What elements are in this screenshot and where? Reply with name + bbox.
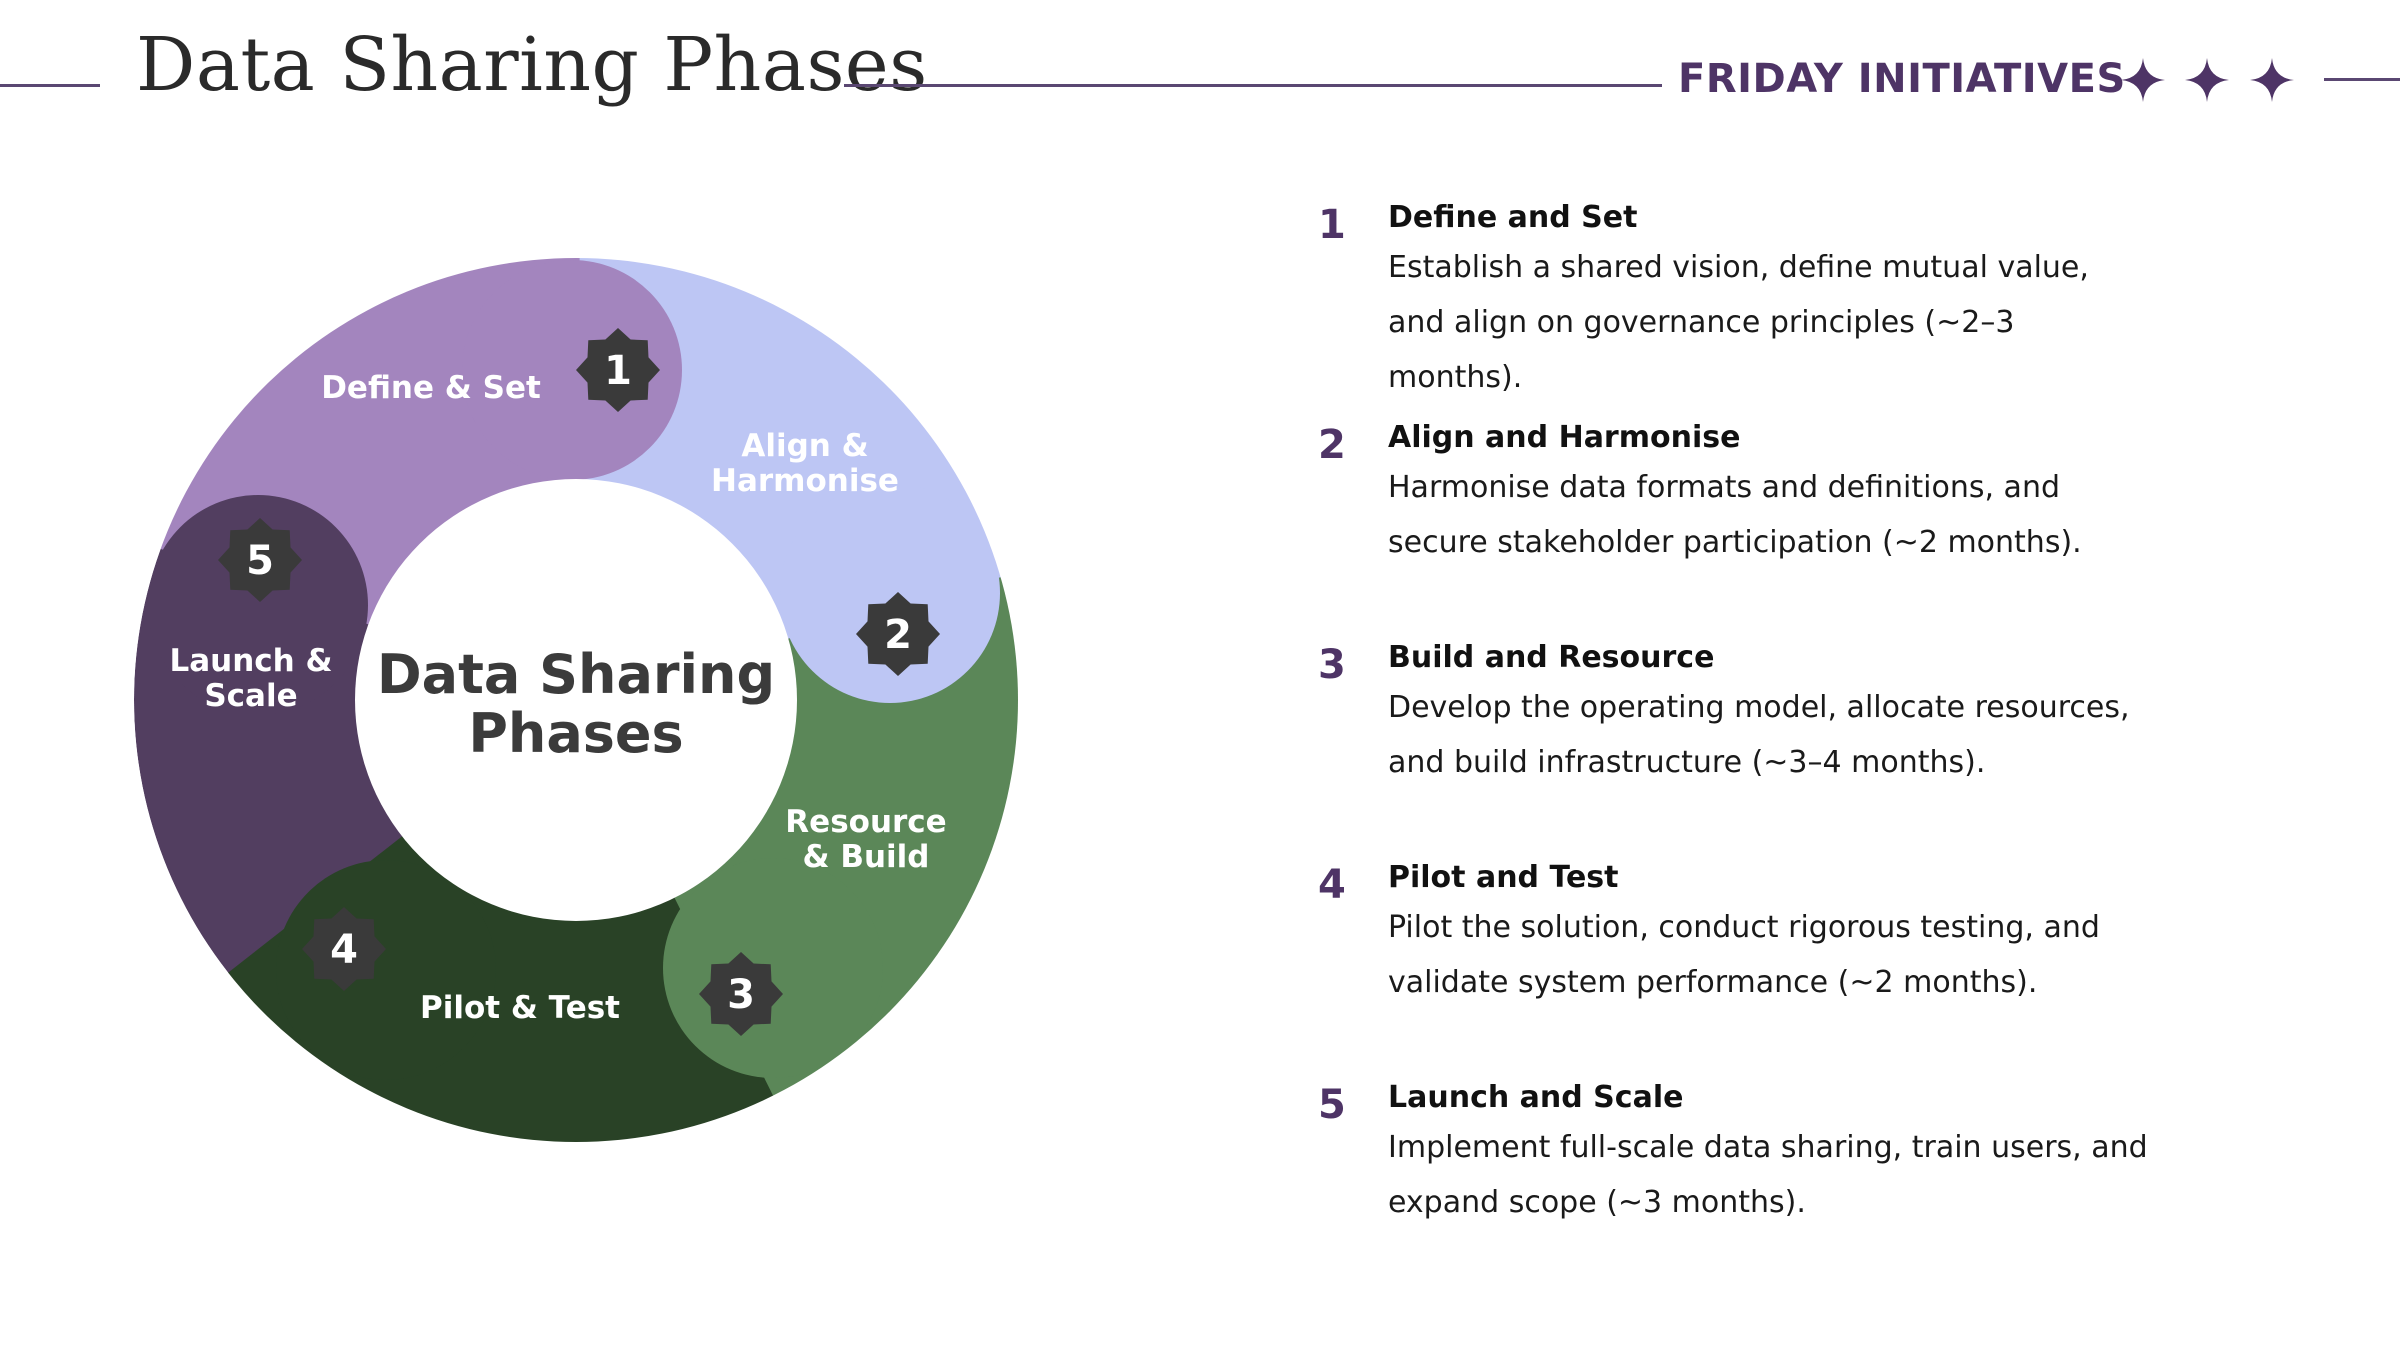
segment-5-label-line2: Scale <box>204 678 297 714</box>
badge-number: 3 <box>727 972 755 1018</box>
badge-5: 5 <box>218 518 302 602</box>
badge-4: 4 <box>302 907 386 991</box>
segment-2-head <box>780 483 1000 703</box>
phase-number: 3 <box>1318 642 1346 688</box>
segment-1-head <box>462 260 682 480</box>
phase-title: Align and Harmonise <box>1388 420 1741 455</box>
badge-1: 1 <box>576 328 660 412</box>
segment-2-label-line2: Harmonise <box>711 463 899 499</box>
center-label-line2: Phases <box>468 702 683 765</box>
phase-title: Pilot and Test <box>1388 860 1619 895</box>
phase-description: Establish a shared vision, define mutual… <box>1388 250 2089 395</box>
brand-logo: FRIDAY INITIATIVES <box>1678 56 2126 102</box>
phase-number: 5 <box>1318 1082 1346 1128</box>
cycle-diagram: 1 2 3 4 5 Define & Set Align & Harmonise… <box>134 258 1018 1142</box>
segment-4-head <box>276 860 496 1080</box>
center-label-line1: Data Sharing <box>377 643 775 706</box>
segment-4-label: Pilot & Test <box>420 990 620 1026</box>
phase-title: Launch and Scale <box>1388 1080 1684 1115</box>
badge-2: 2 <box>856 592 940 676</box>
segment-5-label-line1: Launch & <box>169 643 332 679</box>
phase-number: 4 <box>1318 862 1346 908</box>
phase-title: Build and Resource <box>1388 640 1715 675</box>
segment-5-head <box>148 495 368 715</box>
phase-description: Implement full-scale data sharing, train… <box>1388 1130 2148 1220</box>
badge-number: 4 <box>330 927 358 973</box>
badge-3: 3 <box>699 952 783 1036</box>
phase-description: Pilot the solution, conduct rigorous tes… <box>1388 910 2100 1000</box>
segment-3-label-line1: Resource <box>785 804 946 840</box>
header-rule-middle <box>844 84 1662 87</box>
header-rule-right <box>2324 78 2400 81</box>
phase-title: Define and Set <box>1388 200 1638 235</box>
segment-2-label-line1: Align & <box>741 428 868 464</box>
phase-description: Develop the operating model, allocate re… <box>1388 690 2130 780</box>
sparkle-icon <box>2185 58 2229 102</box>
page-title: Data Sharing Phases <box>136 22 928 108</box>
segment-3-head <box>663 858 883 1078</box>
badge-number: 1 <box>604 348 632 394</box>
segment-3-label-line2: & Build <box>803 839 930 875</box>
phase-number: 2 <box>1318 422 1346 468</box>
badge-number: 2 <box>884 612 912 658</box>
segment-1-label: Define & Set <box>321 370 541 406</box>
phase-description: Harmonise data formats and definitions, … <box>1388 470 2082 560</box>
sparkle-icon <box>2121 58 2165 102</box>
sparkle-icon <box>2250 58 2294 102</box>
header-rule-left <box>0 84 100 87</box>
badge-number: 5 <box>246 538 274 584</box>
phase-number: 1 <box>1318 202 1346 248</box>
